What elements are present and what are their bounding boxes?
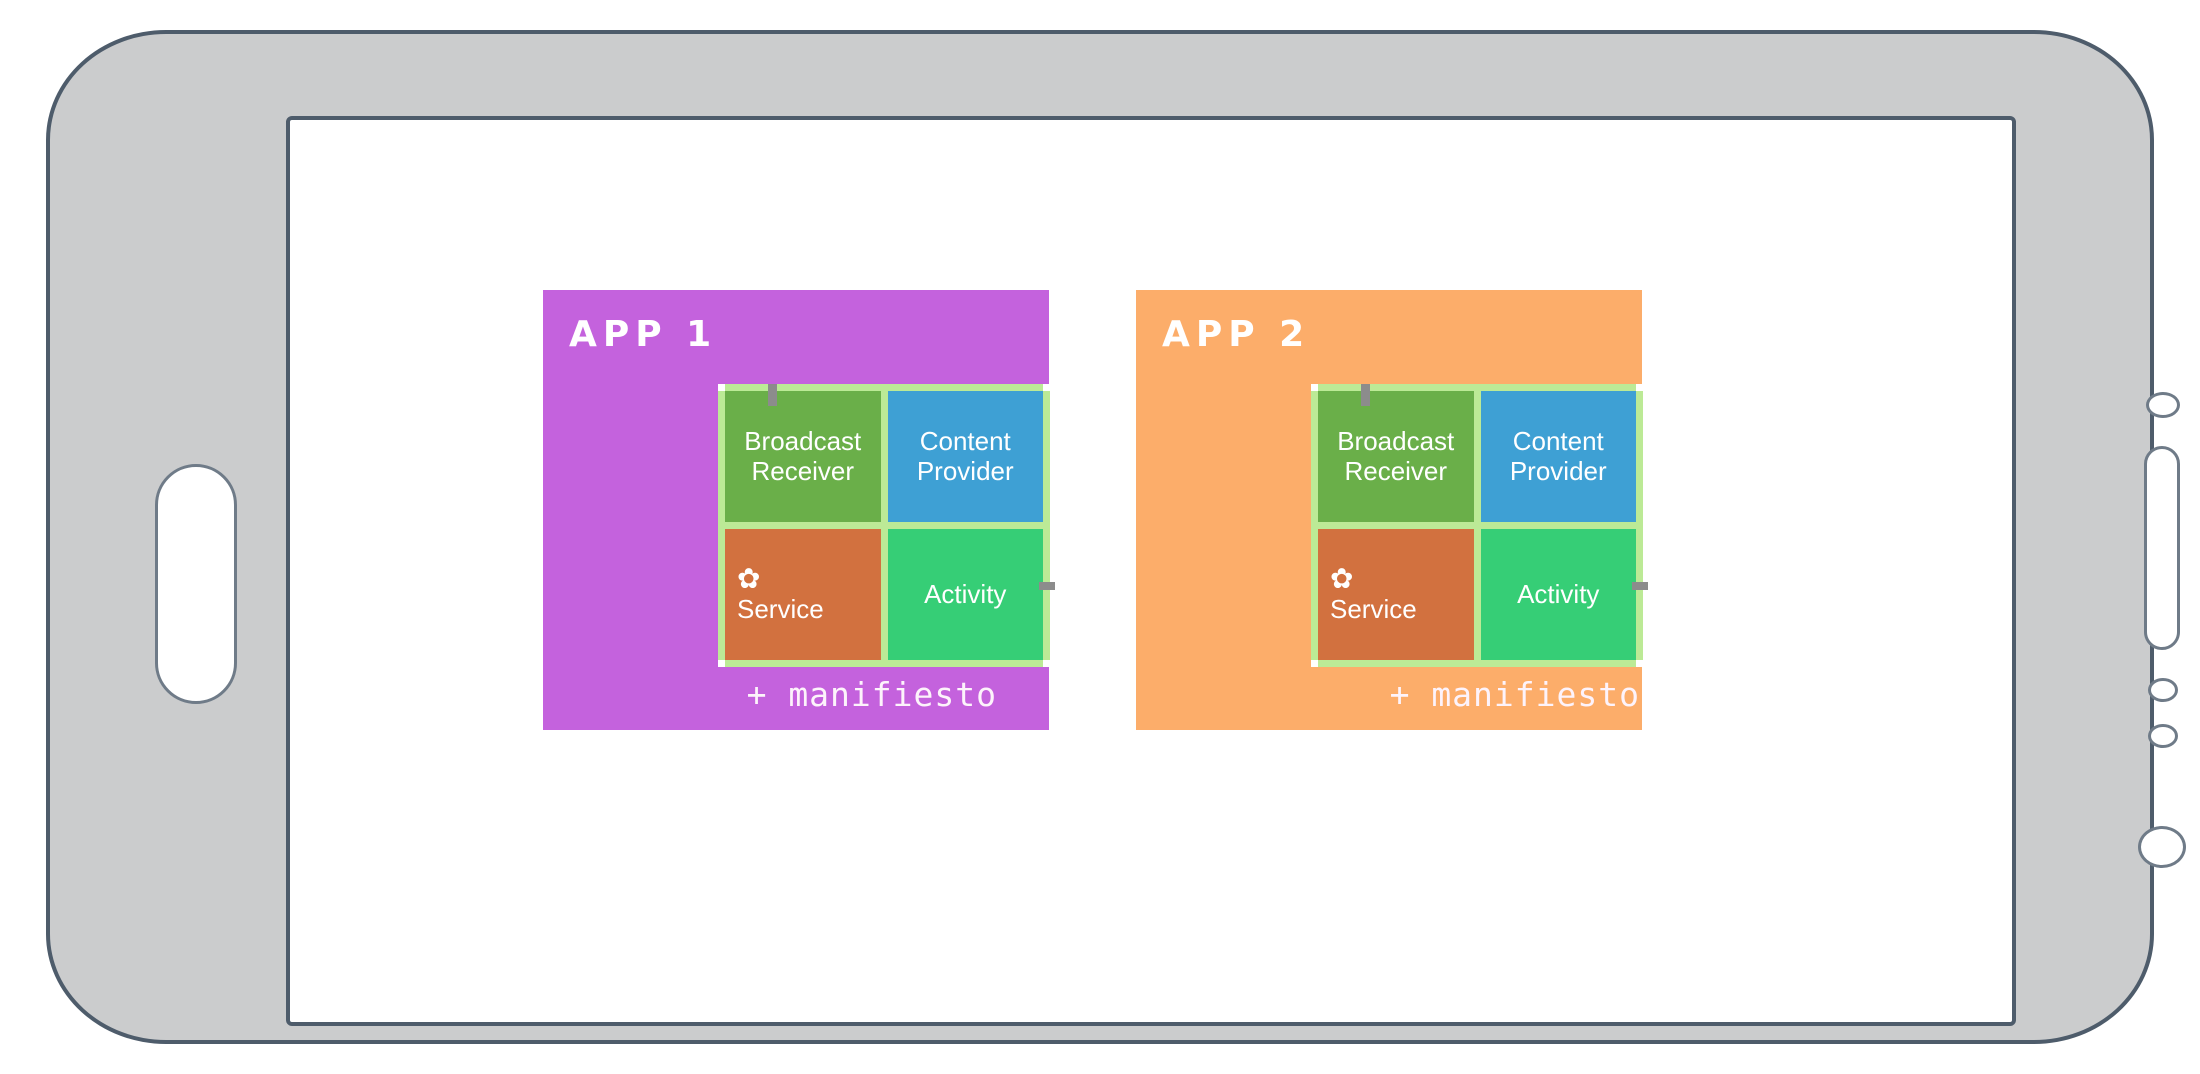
app-1-component-group[interactable]: Broadcast Receiver Content Provider ✿ Se… <box>718 384 1055 667</box>
tile-label-line1: Activity <box>1517 578 1600 609</box>
app-panel-1[interactable]: APP 1 Broadcast Receiver Content Provide… <box>543 290 1055 730</box>
tile-label-line2: Receiver <box>751 455 855 486</box>
corner-notch-top-left <box>718 384 725 391</box>
tile-label-line1: Content <box>1512 426 1604 457</box>
tile-label-line1: Content <box>919 426 1011 457</box>
gear-icon: ✿ <box>1330 562 1354 594</box>
resize-handle-right[interactable] <box>1632 582 1648 590</box>
component-service[interactable]: ✿ Service <box>1318 529 1474 660</box>
corner-notch-top-right <box>1636 384 1643 391</box>
tile-label-line1: Broadcast <box>744 426 862 457</box>
resize-handle-top[interactable] <box>768 384 777 406</box>
app-panel-2[interactable]: APP 2 Broadcast Receiver Content Provide… <box>1136 290 1648 730</box>
component-activity[interactable]: Activity <box>1480 529 1636 660</box>
component-broadcast-receiver[interactable]: Broadcast Receiver <box>1318 391 1474 522</box>
resize-handle-right[interactable] <box>1039 582 1055 590</box>
component-content-provider[interactable]: Content Provider <box>1480 391 1636 522</box>
power-button[interactable] <box>155 464 237 704</box>
app-2-title: APP 2 <box>1162 314 1311 355</box>
corner-notch-top-left <box>1311 384 1318 391</box>
component-grid: Broadcast Receiver Content Provider ✿ Se… <box>725 391 1043 660</box>
component-content-provider[interactable]: Content Provider <box>887 391 1043 522</box>
camera-lens-icon <box>2146 392 2180 418</box>
app-2-manifest-label: + manifiesto <box>1389 675 1640 714</box>
tile-label-line2: Provider <box>1509 455 1607 486</box>
tile-label-line2: Receiver <box>1344 455 1448 486</box>
corner-notch-top-right <box>1043 384 1050 391</box>
tile-label-line1: Service <box>1330 593 1417 624</box>
tile-label-line1: Activity <box>924 578 1007 609</box>
corner-notch-bottom-left <box>1311 660 1318 667</box>
tile-label-line2: Provider <box>916 455 1014 486</box>
app-1-manifest-label: + manifiesto <box>746 675 997 714</box>
light-sensor-icon <box>2148 724 2178 748</box>
component-service[interactable]: ✿ Service <box>725 529 881 660</box>
gear-icon: ✿ <box>737 562 761 594</box>
component-grid: Broadcast Receiver Content Provider ✿ Se… <box>1318 391 1636 660</box>
component-activity[interactable]: Activity <box>887 529 1043 660</box>
app-1-title: APP 1 <box>569 314 718 355</box>
smartphone-device: APP 1 Broadcast Receiver Content Provide… <box>46 30 2186 1044</box>
resize-handle-top[interactable] <box>1361 384 1370 406</box>
component-broadcast-receiver[interactable]: Broadcast Receiver <box>725 391 881 522</box>
tile-label-line1: Service <box>737 593 824 624</box>
app-2-component-group[interactable]: Broadcast Receiver Content Provider ✿ Se… <box>1311 384 1648 667</box>
home-button[interactable] <box>2138 826 2186 868</box>
speaker-grille <box>2144 446 2180 650</box>
phone-screen: APP 1 Broadcast Receiver Content Provide… <box>286 116 2016 1026</box>
corner-notch-bottom-right <box>1636 660 1643 667</box>
corner-notch-bottom-left <box>718 660 725 667</box>
corner-notch-bottom-right <box>1043 660 1050 667</box>
proximity-sensor-icon <box>2148 678 2178 702</box>
tile-label-line1: Broadcast <box>1337 426 1455 457</box>
